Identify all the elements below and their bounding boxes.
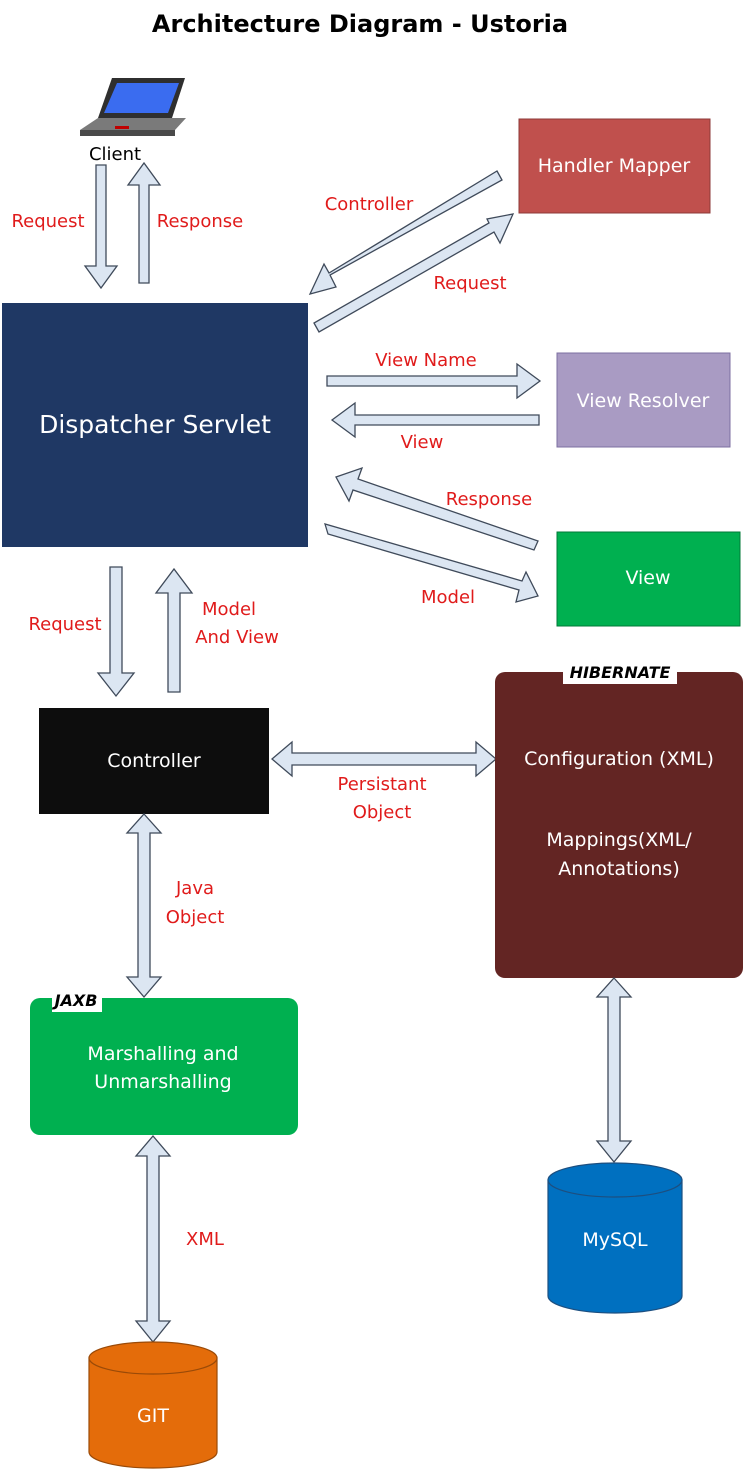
mysql-database-icon <box>547 1162 683 1314</box>
hibernate-mappings-label-2: Annotations) <box>558 858 680 880</box>
handler-mapper-box <box>518 118 711 214</box>
hibernate-mappings-label-1: Mappings(XML/ <box>546 829 692 851</box>
view-response-arrow <box>335 466 539 551</box>
view-model-arrow <box>324 523 539 603</box>
view-response-label: Response <box>446 489 532 510</box>
view-name-arrow <box>326 362 542 400</box>
model-and-view-label-2: And View <box>195 627 279 648</box>
laptop-icon <box>80 78 186 136</box>
jaxb-label-1: Marshalling and <box>87 1043 238 1065</box>
persistant-object-arrow <box>270 740 498 778</box>
git-database-icon <box>88 1341 218 1469</box>
controller-label: Controller <box>107 750 201 772</box>
view-name-label: View Name <box>375 350 477 371</box>
mysql-arrow <box>595 977 633 1164</box>
model-and-view-label-1: Model <box>202 599 256 620</box>
mysql-label: MySQL <box>582 1229 648 1251</box>
jaxb-label-2: Unmarshalling <box>94 1071 231 1093</box>
hibernate-tag: HIBERNATE <box>570 663 671 682</box>
hibernate-tag-bg <box>563 662 677 684</box>
xml-arrow <box>134 1134 172 1344</box>
persistant-label-1: Persistant <box>338 774 427 795</box>
hibernate-config-label: Configuration (XML) <box>524 748 714 770</box>
ctrl-request-label: Request <box>28 614 101 635</box>
git-label: GIT <box>137 1405 169 1427</box>
jaxb-tag: JAXB <box>52 991 98 1010</box>
dispatcher-servlet-box <box>2 303 308 547</box>
hm-request-arrow <box>313 213 515 333</box>
client-request-arrow <box>83 164 119 290</box>
model-and-view-arrow <box>154 567 194 693</box>
hm-controller-arrow <box>308 170 503 295</box>
dispatcher-servlet-label: Dispatcher Servlet <box>39 410 271 439</box>
java-object-arrow <box>125 813 163 999</box>
client-label: Client <box>89 144 141 165</box>
persistant-label-2: Object <box>353 802 412 823</box>
view-back-arrow <box>330 401 540 439</box>
xml-label: XML <box>186 1229 224 1250</box>
client-request-label: Request <box>11 211 84 232</box>
java-object-label-2: Object <box>166 907 225 928</box>
view-back-label: View <box>401 432 444 453</box>
hibernate-box <box>495 672 743 978</box>
jaxb-box <box>30 998 298 1135</box>
client-response-label: Response <box>157 211 243 232</box>
controller-box <box>39 708 269 814</box>
jaxb-tag-bg <box>52 990 102 1012</box>
view-label: View <box>625 567 670 589</box>
view-box <box>556 531 741 627</box>
view-model-label: Model <box>421 587 475 608</box>
handler-mapper-label: Handler Mapper <box>538 155 691 177</box>
diagram-title: Architecture Diagram - Ustoria <box>152 10 568 38</box>
view-resolver-label: View Resolver <box>577 390 710 412</box>
hm-controller-label: Controller <box>325 194 414 215</box>
hm-request-label: Request <box>433 273 506 294</box>
java-object-label-1: Java <box>175 878 214 899</box>
ctrl-request-arrow <box>96 566 136 698</box>
client-response-arrow <box>126 161 162 284</box>
view-resolver-box <box>556 352 731 448</box>
